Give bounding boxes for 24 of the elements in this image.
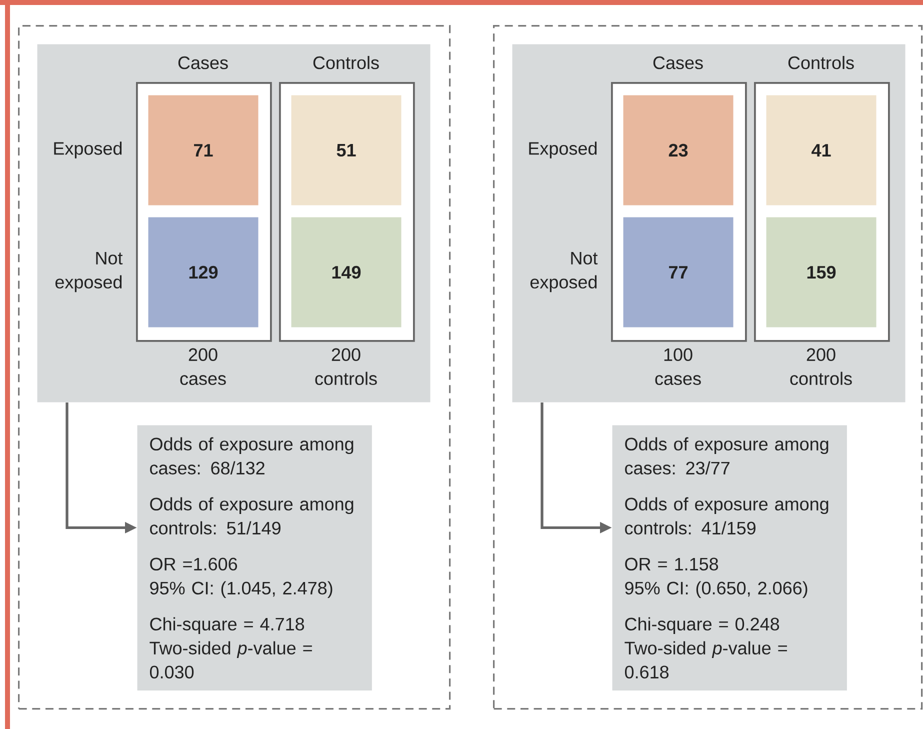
- row-label: Exposed: [54, 142, 122, 158]
- row-label: Not exposed: [530, 252, 598, 292]
- column-heading: Controls: [313, 56, 379, 70]
- dashed-panel: [493, 25, 923, 710]
- count-cell: 159: [766, 217, 876, 328]
- results-box: Odds of exposure among cases: 23/77 Odds of exposure among controls: 41/159 OR = 1.158 95% CI: (0.650, 2.066) Chi-square = 0.248 Two-sided p-value = 0.618: [612, 425, 847, 690]
- results-box: Odds of exposure among cases: 68/132 Odds of exposure among controls: 51/149 OR =1.606 95% CI: (1.045, 2.478) Chi-square = 4.718 Two-sided p-value = 0.030: [137, 425, 372, 690]
- dashed-panel: [18, 25, 451, 710]
- count-cell: 71: [148, 95, 258, 206]
- column-heading: Controls: [788, 56, 854, 70]
- row-label: Exposed: [529, 142, 597, 158]
- count-cell: 51: [291, 95, 402, 206]
- count-cell: 129: [148, 217, 258, 328]
- column-total: 200 cases: [180, 348, 226, 385]
- column-total: 200 controls: [315, 348, 377, 385]
- count-cell: 23: [623, 95, 734, 206]
- column-heading: Cases: [178, 56, 228, 70]
- row-label: Not exposed: [55, 252, 123, 292]
- count-cell: 77: [623, 217, 734, 328]
- column-total: 200 controls: [790, 348, 852, 385]
- count-cell: 149: [291, 217, 402, 328]
- column-total: 100 cases: [655, 348, 701, 385]
- column-heading: Cases: [653, 56, 703, 70]
- count-cell: 41: [766, 95, 876, 206]
